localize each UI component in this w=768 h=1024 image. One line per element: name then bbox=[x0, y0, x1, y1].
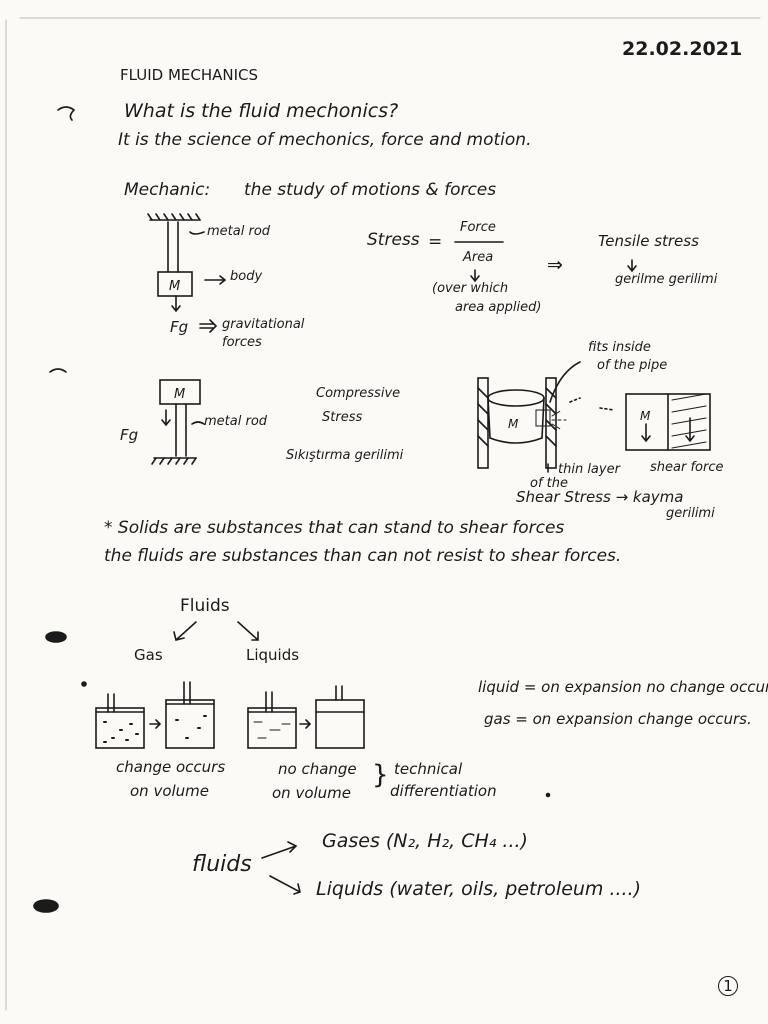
area-denominator: Area bbox=[463, 250, 494, 265]
fg-label-top: Fg bbox=[170, 318, 189, 336]
brace: } bbox=[372, 760, 389, 790]
date: 22.02.2021 bbox=[622, 38, 743, 60]
svg-text:M: M bbox=[508, 417, 519, 431]
liquid-caption-line2: on volume bbox=[272, 784, 352, 802]
liquids-examples: Liquids (water, oils, petroleum ....) bbox=[316, 878, 642, 900]
area-arrow bbox=[470, 269, 480, 283]
liquid-containers bbox=[247, 685, 365, 749]
gravitational-forces-label: gravitational forces bbox=[222, 317, 305, 350]
technical-line1: technical bbox=[394, 760, 463, 778]
liquid-expansion-note: liquid = on expansion no change occurs bbox=[478, 678, 768, 696]
fluids-statement: the fluids are substances than can not r… bbox=[104, 546, 622, 566]
shear-force-label: shear force bbox=[650, 460, 724, 475]
gas-caption-line2: on volume bbox=[130, 782, 210, 800]
body-label: body bbox=[230, 269, 263, 284]
gas-expansion-note: gas = on expansion change occurs. bbox=[484, 710, 752, 728]
equals-sign: = bbox=[428, 232, 443, 252]
punch-hole-2 bbox=[33, 899, 59, 913]
punch-hole-1 bbox=[45, 631, 67, 643]
tensile-stress-label: Tensile stress bbox=[598, 232, 699, 250]
tree-liquids: Liquids bbox=[246, 646, 300, 664]
mechanic-label: Mechanic: bbox=[124, 180, 211, 200]
tree-root-fluids: Fluids bbox=[180, 596, 230, 616]
fg-label-bottom: Fg bbox=[120, 426, 139, 444]
page-number: 1 bbox=[718, 976, 738, 996]
solids-statement: * Solids are substances that can stand t… bbox=[104, 518, 565, 538]
compressive-translation: Sıkıştırma gerilimi bbox=[286, 448, 404, 463]
svg-text:M: M bbox=[174, 387, 185, 402]
page-title: FLUID MECHANICS bbox=[120, 66, 259, 84]
force-numerator: Force bbox=[460, 220, 496, 235]
shear-stress-label: Shear Stress → kayma bbox=[516, 488, 684, 506]
shear-stress-translation: gerilimi bbox=[666, 506, 715, 521]
answer-text: It is the science of mechonics, force an… bbox=[118, 130, 532, 150]
gases-examples: Gases (N₂, H₂, CH₄ ...) bbox=[322, 830, 528, 852]
mechanic-definition: the study of motions & forces bbox=[244, 180, 497, 200]
gas-caption-line1: change occurs bbox=[116, 758, 226, 776]
compressive-label-line1: Compressive bbox=[316, 386, 401, 401]
compressive-label-line2: Stress bbox=[322, 410, 363, 425]
fluids-examples-arrows bbox=[261, 841, 301, 895]
area-note-line1: (over which bbox=[432, 281, 509, 296]
gas-containers bbox=[95, 681, 215, 749]
punch-mark-2 bbox=[49, 368, 67, 373]
metal-rod-label-top: metal rod bbox=[207, 224, 271, 239]
hanging-rod-diagram: M bbox=[147, 213, 227, 333]
tensile-stress-translation: gerilme gerilimi bbox=[615, 272, 718, 287]
thin-layer-line1: thin layer bbox=[558, 462, 620, 477]
punch-mark-1 bbox=[57, 106, 76, 121]
thin-layer-line2: of the bbox=[530, 476, 568, 491]
fluids-examples-root: fluids bbox=[192, 852, 252, 877]
ink-dot-2 bbox=[545, 792, 551, 798]
svg-text:M: M bbox=[169, 279, 180, 294]
standing-rod-diagram: M bbox=[151, 379, 205, 465]
svg-text:M: M bbox=[640, 409, 651, 423]
technical-line2: differentiation bbox=[390, 782, 497, 800]
stress-label: Stress bbox=[367, 230, 420, 250]
area-note-line2: area applied) bbox=[455, 300, 542, 315]
fits-inside-line1: fits inside bbox=[588, 340, 651, 355]
tree-gas: Gas bbox=[134, 646, 163, 664]
fluids-tree-arrows bbox=[173, 621, 259, 641]
metal-rod-label-bottom: metal rod bbox=[204, 414, 268, 429]
pipe-diagram: M M bbox=[477, 361, 711, 473]
tensile-arrow bbox=[627, 259, 637, 273]
liquid-caption-line1: no change bbox=[278, 760, 357, 778]
implies-arrow: ⇒ bbox=[547, 254, 563, 276]
ink-dot bbox=[81, 681, 87, 687]
fits-inside-line2: of the pipe bbox=[597, 358, 668, 373]
question-text: What is the fluid mechonics? bbox=[124, 100, 399, 122]
